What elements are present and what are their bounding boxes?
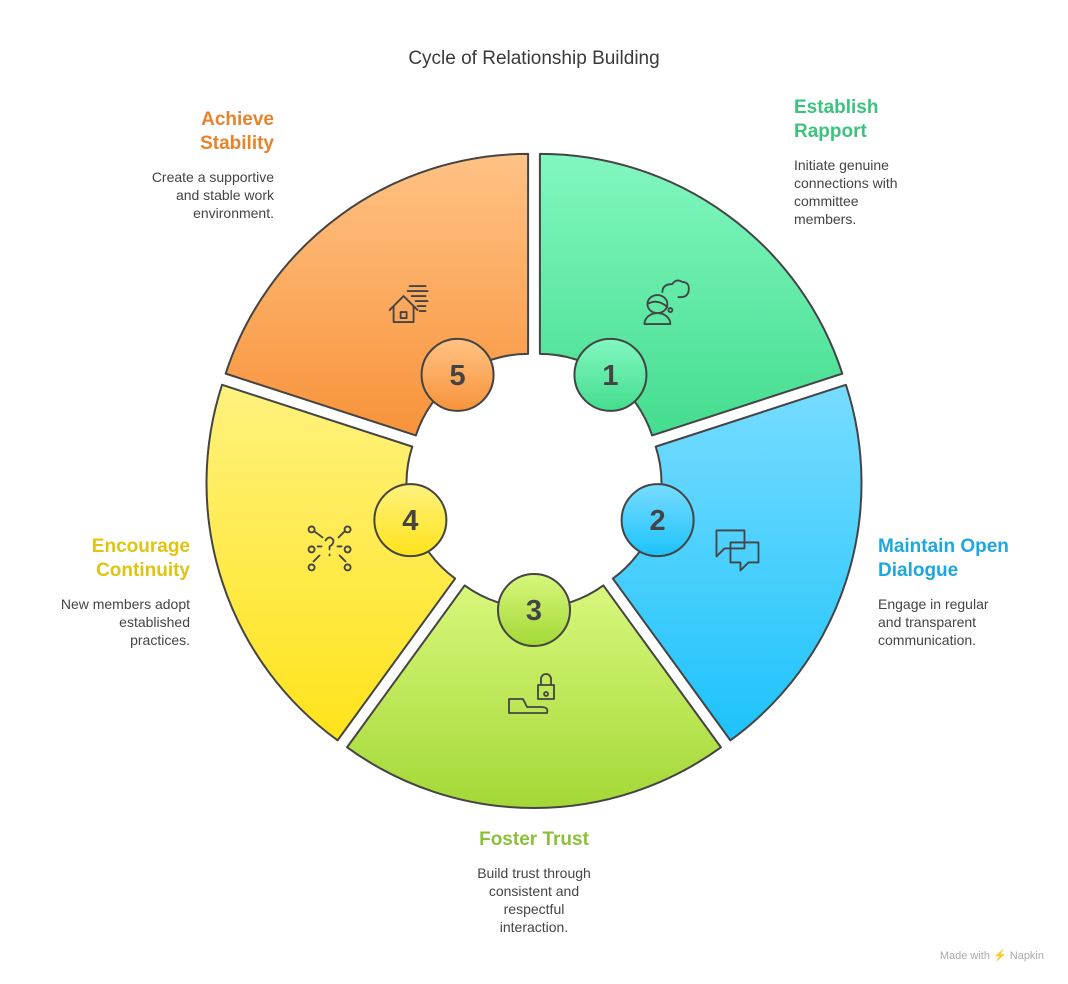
segment-3: 3	[346, 573, 722, 809]
step-2-number: 2	[650, 505, 666, 537]
segment-5: 5	[224, 152, 530, 437]
step-3-number: 3	[526, 595, 542, 627]
segment-2: 2	[611, 383, 863, 742]
step-1-number: 1	[602, 360, 618, 392]
step-5-badge	[420, 337, 495, 412]
step-2-badge	[620, 483, 695, 558]
thinking-person-icon	[643, 279, 690, 325]
chat-bubbles-icon	[715, 529, 760, 572]
segment-4: 4	[205, 383, 457, 742]
step-4-number: 4	[402, 505, 418, 537]
hand-lock-icon	[508, 673, 555, 714]
diagram-title: Cycle of Relationship Building	[408, 48, 660, 69]
network-question-icon	[307, 525, 352, 572]
step-5-number: 5	[449, 360, 465, 392]
house-wind-icon	[388, 285, 429, 323]
step-3-badge	[497, 573, 571, 647]
step-1-badge	[573, 337, 648, 412]
segment-1: 1	[538, 152, 844, 437]
step-3-title: Foster Trust	[479, 829, 589, 850]
step-4-badge	[373, 483, 448, 558]
made-with-napkin-credit[interactable]: Made with ⚡ Napkin	[939, 950, 1044, 962]
